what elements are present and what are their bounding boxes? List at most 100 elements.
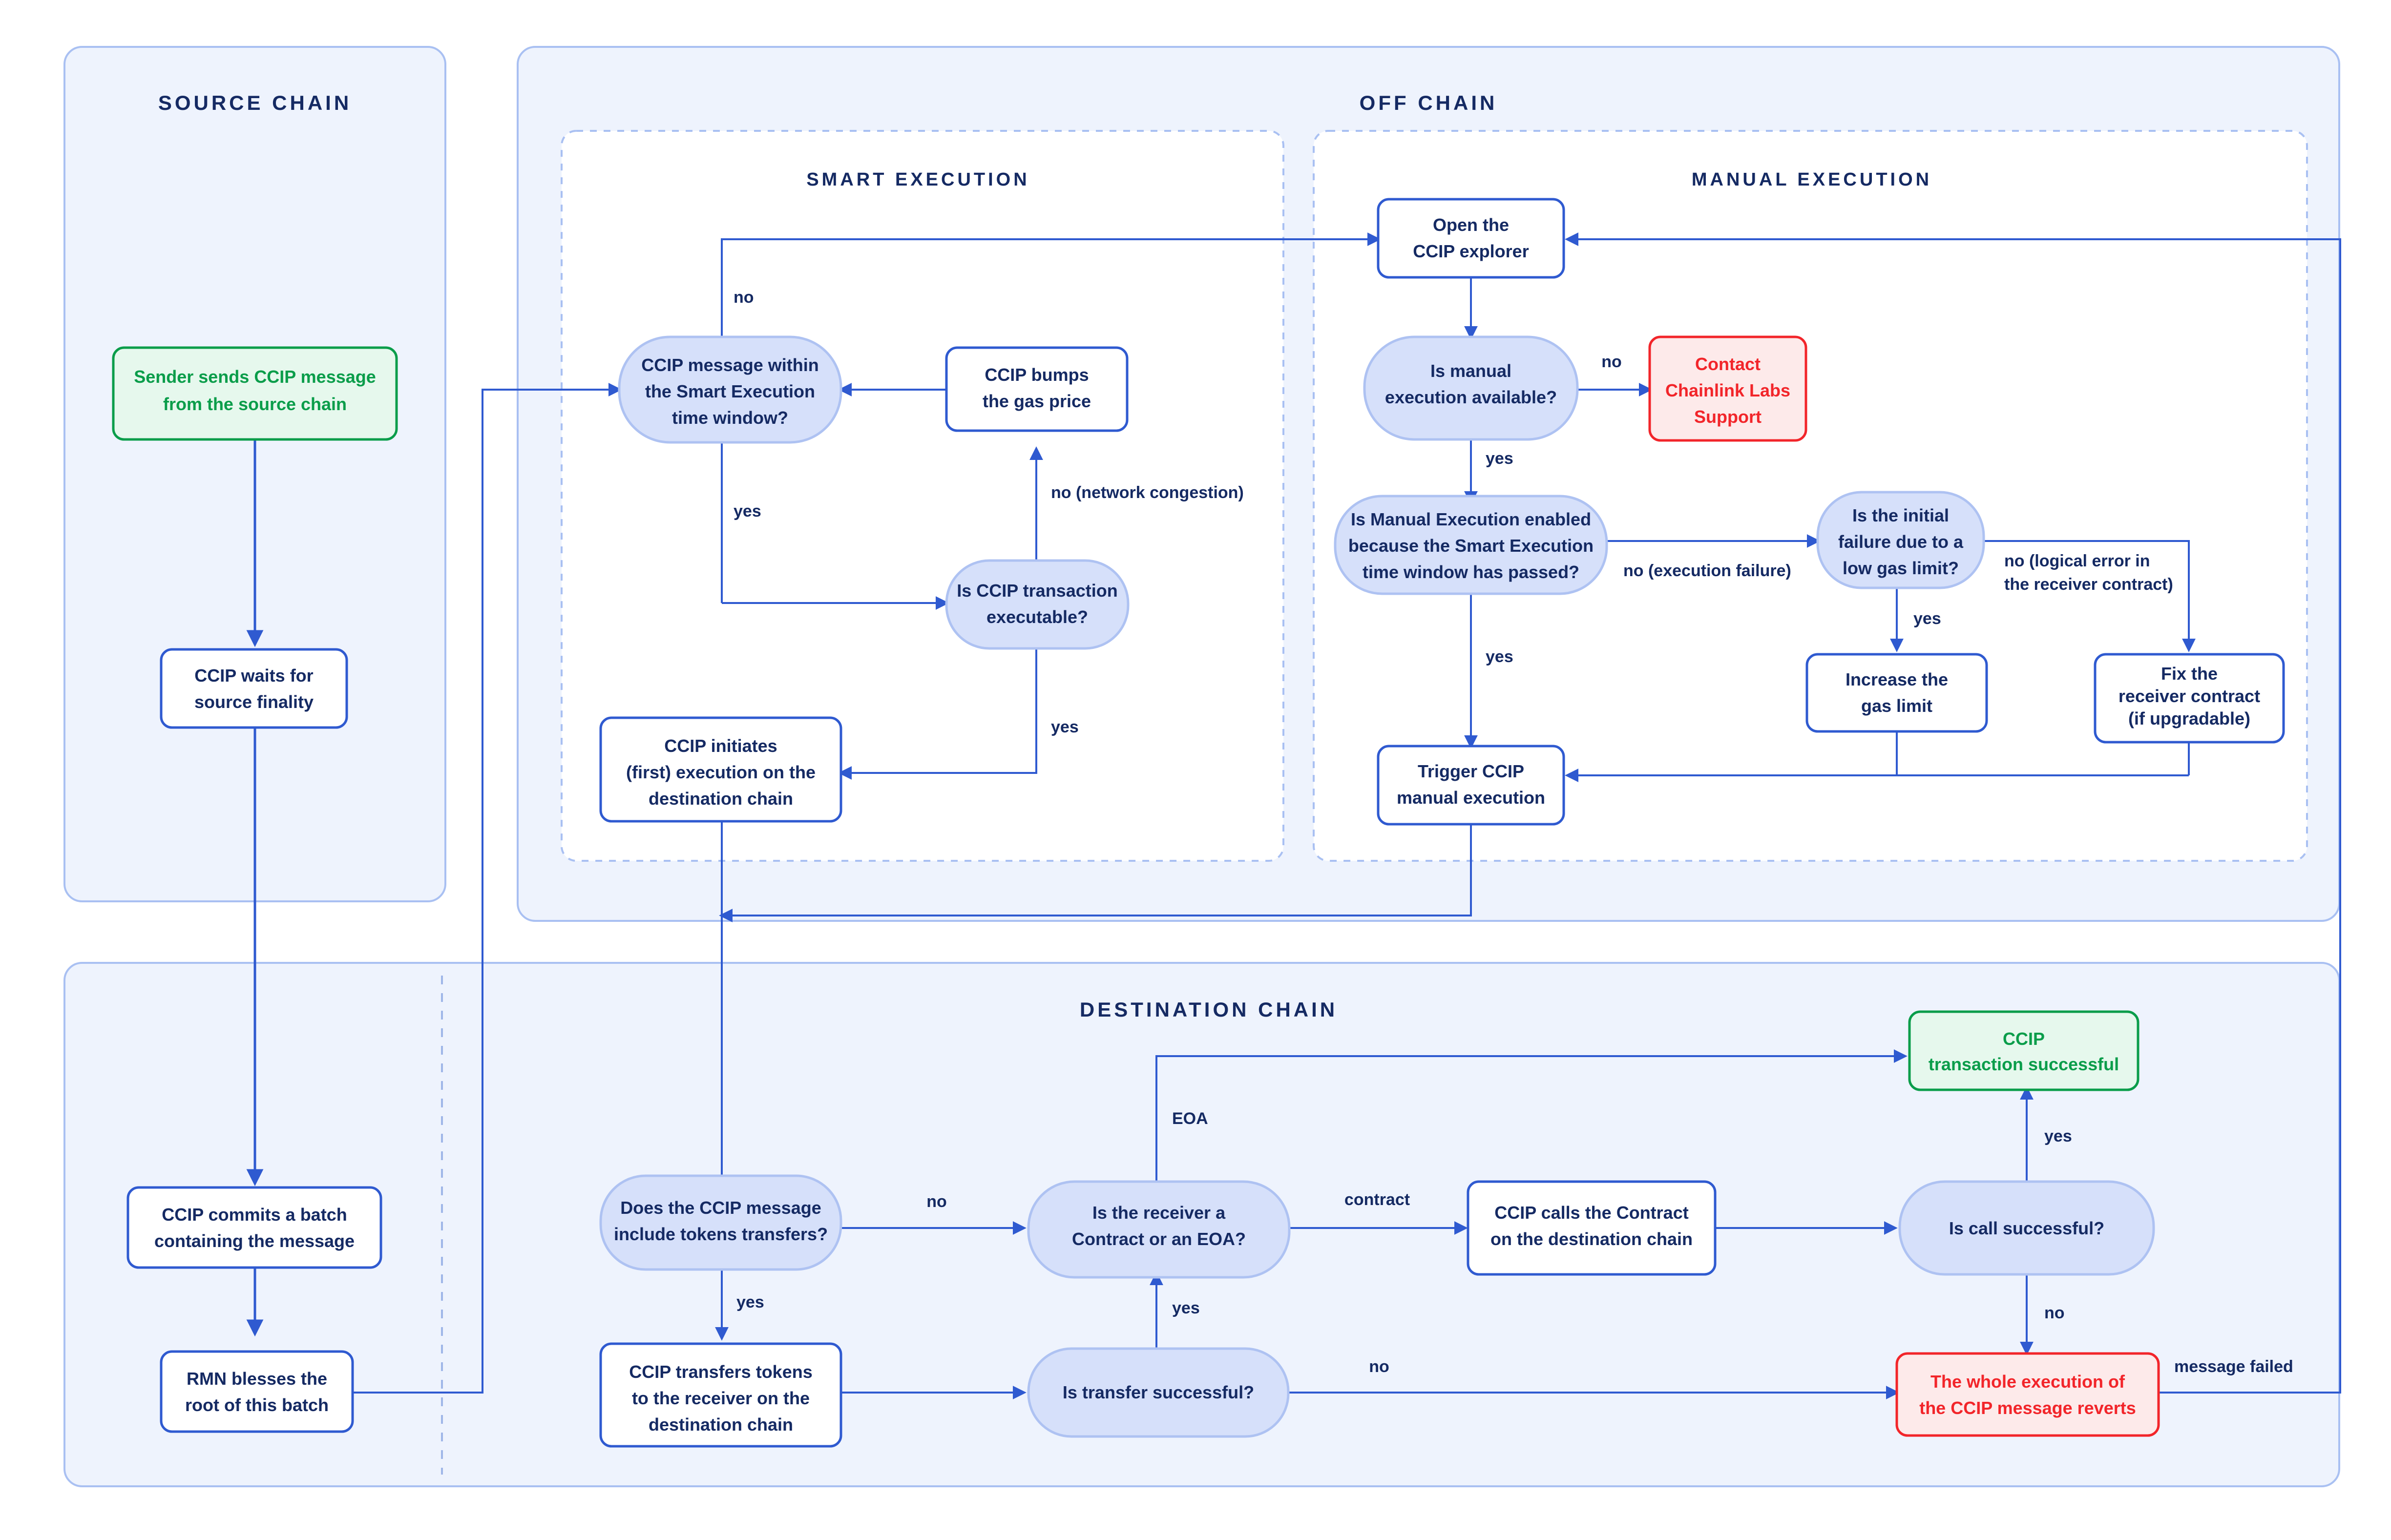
node-fix-receiver-line2: receiver contract xyxy=(2118,686,2260,706)
node-contact-support[interactable]: Contact Chainlink Labs Support xyxy=(1648,335,1807,442)
node-manual-enabled-line1: Is Manual Execution enabled xyxy=(1351,509,1591,529)
node-transfer-successful-line1: Is transfer successful? xyxy=(1063,1382,1254,1402)
edge-trigger-to-destination xyxy=(719,806,1472,922)
node-manual-available-line1: Is manual xyxy=(1430,361,1511,381)
label-transfer-yes: yes xyxy=(1172,1299,1200,1317)
node-rmn-blesses-line1: RMN blesses the xyxy=(187,1369,327,1389)
node-tx-executable[interactable]: Is CCIP transaction executable? xyxy=(945,559,1130,650)
node-trigger-manual[interactable]: Trigger CCIP manual execution xyxy=(1377,745,1565,826)
node-receiver-kind-line1: Is the receiver a xyxy=(1092,1203,1226,1223)
node-increase-gas-line2: gas limit xyxy=(1861,696,1932,716)
node-increase-gas[interactable]: Increase the gas limit xyxy=(1805,653,1988,733)
node-include-tokens[interactable]: Does the CCIP message include tokens tra… xyxy=(599,1174,842,1271)
node-waits-finality[interactable]: CCIP waits for source finality xyxy=(160,648,348,729)
edge-rmn-to-window xyxy=(353,383,622,1394)
label-receiver-eoa: EOA xyxy=(1172,1109,1208,1128)
label-gas-limit-yes: yes xyxy=(1913,609,1941,628)
node-manual-enabled[interactable]: Is Manual Execution enabled because the … xyxy=(1334,495,1608,595)
panel-manual-execution xyxy=(1313,130,2308,862)
node-transfers-tokens-line2: to the receiver on the xyxy=(632,1388,810,1408)
node-manual-enabled-line2: because the Smart Execution xyxy=(1348,536,1594,556)
label-within-window-yes: yes xyxy=(734,502,761,520)
node-whole-reverts-line2: the CCIP message reverts xyxy=(1919,1398,2136,1418)
node-fix-receiver-line1: Fix the xyxy=(2161,664,2218,684)
edge-window-no-to-explorer xyxy=(721,232,1381,345)
node-transfer-successful[interactable]: Is transfer successful? xyxy=(1027,1347,1290,1438)
node-receiver-kind-line2: Contract or an EOA? xyxy=(1072,1229,1246,1249)
label-call-no: no xyxy=(2044,1304,2065,1322)
node-include-tokens-line1: Does the CCIP message xyxy=(620,1198,821,1218)
node-commits-batch[interactable]: CCIP commits a batch containing the mess… xyxy=(126,1186,382,1269)
node-initiates-execution-line1: CCIP initiates xyxy=(664,736,777,756)
label-executable-yes: yes xyxy=(1051,718,1079,736)
panel-destination-chain-title: DESTINATION CHAIN xyxy=(1080,998,1338,1021)
node-initial-failure-gas[interactable]: Is the initial failure due to a low gas … xyxy=(1816,491,1985,589)
node-open-explorer-line1: Open the xyxy=(1433,215,1509,235)
node-initial-failure-gas-line3: low gas limit? xyxy=(1843,558,1959,578)
node-call-successful-line1: Is call successful? xyxy=(1949,1218,2104,1238)
edge-executable-yes-to-initiates xyxy=(838,649,1037,780)
label-call-yes: yes xyxy=(2044,1127,2072,1145)
node-tx-successful-line1: CCIP xyxy=(2003,1029,2045,1049)
node-rmn-blesses[interactable]: RMN blesses the root of this batch xyxy=(160,1350,354,1433)
node-sender-sends[interactable]: Sender sends CCIP message from the sourc… xyxy=(112,346,398,441)
node-contact-support-line2: Chainlink Labs xyxy=(1665,380,1790,400)
node-initial-failure-gas-line2: failure due to a xyxy=(1838,532,1964,552)
node-waits-finality-line1: CCIP waits for xyxy=(194,666,313,686)
node-initiates-execution-line3: destination chain xyxy=(649,789,793,809)
label-manual-enabled-yes: yes xyxy=(1486,647,1513,666)
node-fix-receiver[interactable]: Fix the receiver contract (if upgradable… xyxy=(2094,653,2285,744)
node-trigger-manual-line1: Trigger CCIP xyxy=(1418,761,1524,781)
node-tx-executable-line1: Is CCIP transaction xyxy=(957,581,1117,601)
node-fix-receiver-line3: (if upgradable) xyxy=(2128,708,2250,728)
node-sender-sends-line1: Sender sends CCIP message xyxy=(134,367,376,387)
node-increase-gas-line1: Increase the xyxy=(1846,669,1948,689)
node-tx-executable-line2: executable? xyxy=(986,607,1088,627)
node-receiver-kind[interactable]: Is the receiver a Contract or an EOA? xyxy=(1027,1180,1291,1279)
panel-smart-execution xyxy=(561,130,1284,862)
node-contact-support-line1: Contact xyxy=(1695,354,1761,374)
label-manual-available-yes: yes xyxy=(1486,449,1513,468)
label-tokens-no: no xyxy=(926,1192,947,1211)
node-manual-available[interactable]: Is manual execution available? xyxy=(1363,335,1579,441)
label-gas-limit-no-line2: the receiver contract) xyxy=(2004,575,2173,594)
node-whole-reverts[interactable]: The whole execution of the CCIP message … xyxy=(1895,1352,2160,1437)
node-include-tokens-line2: include tokens transfers? xyxy=(614,1224,828,1244)
label-manual-available-no: no xyxy=(1601,353,1622,371)
node-transfers-tokens-line1: CCIP transfers tokens xyxy=(629,1362,812,1382)
node-calls-contract-line2: on the destination chain xyxy=(1490,1229,1693,1249)
node-tx-successful[interactable]: CCIP transaction successful xyxy=(1908,1010,2139,1091)
panel-source-chain-title: SOURCE CHAIN xyxy=(158,91,352,114)
label-manual-enabled-no: no (execution failure) xyxy=(1623,562,1791,580)
node-manual-enabled-line3: time window has passed? xyxy=(1363,562,1579,582)
label-receiver-contract: contract xyxy=(1344,1190,1410,1209)
node-initiates-execution[interactable]: CCIP initiates (first) execution on the … xyxy=(599,716,842,823)
node-transfers-tokens[interactable]: CCIP transfers tokens to the receiver on… xyxy=(599,1342,842,1448)
label-executable-no: no (network congestion) xyxy=(1051,483,1244,502)
node-calls-contract[interactable]: CCIP calls the Contract on the destinati… xyxy=(1467,1180,1717,1276)
panel-manual-execution-title: MANUAL EXECUTION xyxy=(1692,169,1932,190)
node-open-explorer[interactable]: Open the CCIP explorer xyxy=(1377,198,1565,279)
node-contact-support-line3: Support xyxy=(1694,407,1762,427)
node-manual-available-line2: execution available? xyxy=(1385,387,1557,407)
edge-gas-limit-no xyxy=(1984,540,2196,652)
label-tokens-yes: yes xyxy=(736,1293,764,1311)
node-trigger-manual-line2: manual execution xyxy=(1397,788,1545,808)
panel-off-chain-title: OFF CHAIN xyxy=(1360,91,1498,114)
node-open-explorer-line2: CCIP explorer xyxy=(1413,241,1529,261)
node-waits-finality-line2: source finality xyxy=(194,692,314,712)
panel-smart-execution-title: SMART EXECUTION xyxy=(806,169,1029,190)
node-calls-contract-line1: CCIP calls the Contract xyxy=(1494,1203,1688,1223)
label-transfer-no: no xyxy=(1369,1357,1389,1376)
node-bumps-gas[interactable]: CCIP bumps the gas price xyxy=(945,346,1129,432)
node-within-window[interactable]: CCIP message within the Smart Execution … xyxy=(618,335,842,444)
node-within-window-line1: CCIP message within xyxy=(641,355,818,375)
node-call-successful[interactable]: Is call successful? xyxy=(1898,1180,2155,1276)
node-bumps-gas-line2: the gas price xyxy=(983,391,1091,411)
node-within-window-line3: time window? xyxy=(672,408,788,428)
node-whole-reverts-line1: The whole execution of xyxy=(1930,1372,2125,1392)
edge-receiver-eoa xyxy=(1155,1049,1908,1186)
node-bumps-gas-line1: CCIP bumps xyxy=(985,365,1089,385)
